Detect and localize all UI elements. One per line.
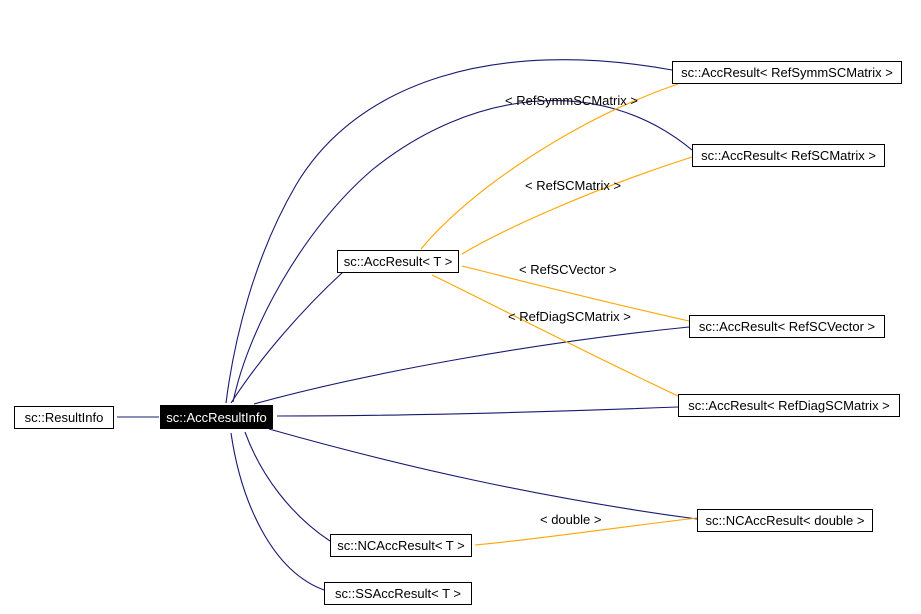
node-sc-accresult-t[interactable]: sc::AccResult< T > <box>337 250 459 273</box>
edge-label-double: < double > <box>540 512 602 527</box>
node-sc-ssaccresult-t[interactable]: sc::SSAccResult< T > <box>324 582 472 605</box>
edge-label-refscvector: < RefSCVector > <box>519 262 617 277</box>
node-sc-accresult-refdiagscmatrix[interactable]: sc::AccResult< RefDiagSCMatrix > <box>678 394 900 417</box>
edge-accresult-t-to-accresultinfo <box>230 271 344 404</box>
edge-ncaccresult-double-to-accresultinfo <box>268 428 698 520</box>
edge-accresult-refsymmscmatrix-to-accresultinfo <box>225 59 673 404</box>
node-sc-ncaccresult-t[interactable]: sc::NCAccResult< T > <box>330 534 472 557</box>
edge-accresult-refdiagscmatrix-to-accresultinfo <box>276 406 679 417</box>
node-sc-accresult-refscvector[interactable]: sc::AccResult< RefSCVector > <box>689 315 885 338</box>
edge-label-refsymmscmatrix: < RefSymmSCMatrix > <box>505 93 638 108</box>
edge-label-refdiagscmatrix: < RefDiagSCMatrix > <box>508 309 631 324</box>
node-sc-ncaccresult-double[interactable]: sc::NCAccResult< double > <box>697 509 873 532</box>
node-sc-accresult-refsymmscmatrix[interactable]: sc::AccResult< RefSymmSCMatrix > <box>672 61 902 84</box>
edge-label-refscmatrix: < RefSCMatrix > <box>525 178 622 193</box>
node-sc-accresult-refscmatrix[interactable]: sc::AccResult< RefSCMatrix > <box>692 144 885 167</box>
edge-instance-refdiagscmatrix <box>431 274 679 397</box>
edge-accresult-refscvector-to-accresultinfo <box>253 326 690 405</box>
edge-ncaccresult-t-to-accresultinfo <box>244 431 331 542</box>
node-sc-accresultinfo[interactable]: sc::AccResultInfo <box>160 405 273 429</box>
edge-instance-refscmatrix <box>461 156 693 255</box>
node-sc-resultinfo[interactable]: sc::ResultInfo <box>14 406 114 429</box>
edge-ssaccresult-t-to-accresultinfo <box>230 432 325 591</box>
edge-accresult-refscmatrix-to-accresultinfo <box>232 100 693 403</box>
edge-instance-refsymmscmatrix <box>420 83 679 250</box>
